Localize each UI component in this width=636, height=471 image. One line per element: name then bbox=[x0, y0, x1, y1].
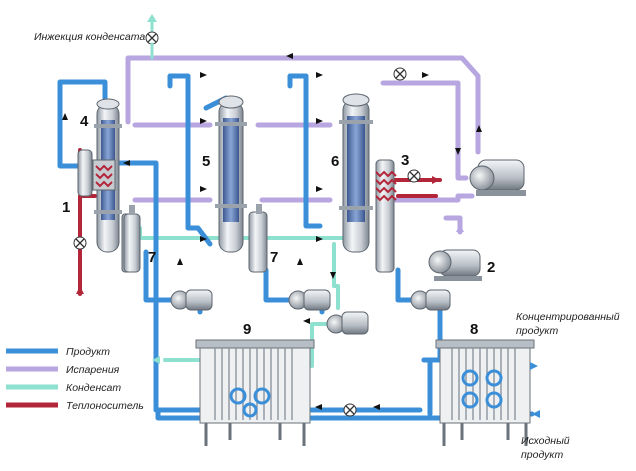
legend-item-condensate: Конденсат bbox=[6, 382, 121, 394]
number-5: 5 bbox=[202, 153, 210, 170]
arrow-up-icon bbox=[147, 14, 157, 22]
vacuum-pump-icon bbox=[469, 159, 526, 196]
number-7-right: 7 bbox=[270, 249, 278, 266]
valve-heater-3[interactable] bbox=[407, 169, 421, 183]
legend-item-product: Продукт bbox=[6, 346, 110, 358]
legend: Продукт Испарения Конденсат Теплоносител… bbox=[6, 346, 144, 412]
valve-steam[interactable] bbox=[73, 236, 87, 250]
pump-icon bbox=[170, 289, 213, 311]
valve-icon[interactable] bbox=[145, 31, 159, 45]
vacuum-pump-2 bbox=[428, 249, 482, 281]
legend-label-evaporation: Испарения bbox=[66, 364, 120, 376]
pump-d bbox=[410, 289, 451, 311]
source-product-label-2: продукт bbox=[521, 449, 563, 461]
number-4: 4 bbox=[80, 113, 89, 130]
valve-feed[interactable] bbox=[343, 403, 357, 417]
flow-arrows bbox=[62, 53, 482, 410]
plate-heat-exchanger-icon bbox=[195, 339, 315, 446]
evaporation-pipes bbox=[125, 55, 481, 235]
pump-b bbox=[288, 289, 331, 311]
legend-item-evaporation: Испарения bbox=[6, 364, 120, 376]
legend-label-product: Продукт bbox=[66, 346, 110, 358]
valve-vapor-top[interactable] bbox=[393, 67, 407, 81]
number-8: 8 bbox=[470, 321, 478, 338]
pump-c bbox=[326, 311, 369, 335]
evaporator-6 bbox=[339, 93, 395, 273]
heater-coil-icon bbox=[95, 164, 113, 188]
legend-item-heating: Теплоноситель bbox=[6, 400, 144, 412]
number-3: 3 bbox=[401, 152, 409, 169]
separator-7a bbox=[123, 205, 141, 273]
plate-heat-exchanger-8 bbox=[435, 339, 535, 446]
concentrated-product-label-2: продукт bbox=[516, 325, 558, 337]
number-6: 6 bbox=[331, 153, 339, 170]
source-product-label-1: Исходный bbox=[521, 435, 570, 447]
condensate-injection-label: Инжекция конденсата bbox=[34, 31, 145, 43]
inlet-arrows bbox=[76, 176, 540, 418]
legend-label-condensate: Конденсат bbox=[66, 382, 121, 394]
final-heater-3 bbox=[375, 170, 397, 202]
number-9: 9 bbox=[243, 321, 251, 338]
number-1: 1 bbox=[62, 199, 70, 216]
number-7-left: 7 bbox=[148, 249, 156, 266]
evaporator-5 bbox=[215, 95, 268, 273]
legend-label-heating: Теплоноситель bbox=[66, 400, 144, 412]
concentrated-product-label-1: Концентрированный bbox=[516, 311, 620, 323]
number-2: 2 bbox=[487, 259, 495, 276]
